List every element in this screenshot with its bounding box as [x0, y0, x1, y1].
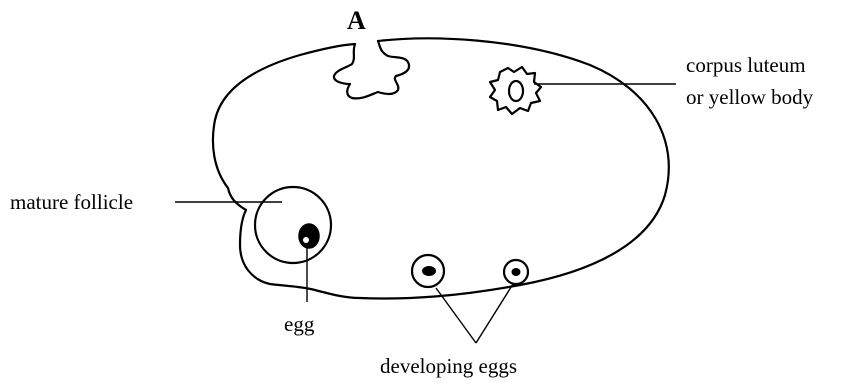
developing-egg-small-nucleus — [511, 268, 521, 276]
label-a: A — [347, 6, 366, 35]
egg-highlight — [303, 237, 309, 243]
leader-developing-egg-large — [435, 287, 477, 344]
mature-follicle — [253, 185, 333, 265]
label-developing-eggs: developing eggs — [380, 354, 517, 378]
developing-egg-small — [502, 258, 530, 286]
notch-a — [332, 39, 411, 100]
label-yellow-body: or yellow body — [686, 85, 814, 109]
ovary-outline — [211, 37, 670, 300]
label-corpus-luteum: corpus luteum — [686, 53, 806, 77]
developing-egg-large-nucleus — [422, 266, 436, 276]
leader-developing-egg-small — [475, 283, 514, 344]
developing-egg-large — [410, 253, 446, 289]
label-egg: egg — [284, 312, 315, 336]
egg — [298, 223, 320, 249]
corpus-luteum-center — [507, 79, 525, 103]
label-mature-follicle: mature follicle — [10, 190, 133, 214]
corpus-luteum — [488, 65, 543, 116]
